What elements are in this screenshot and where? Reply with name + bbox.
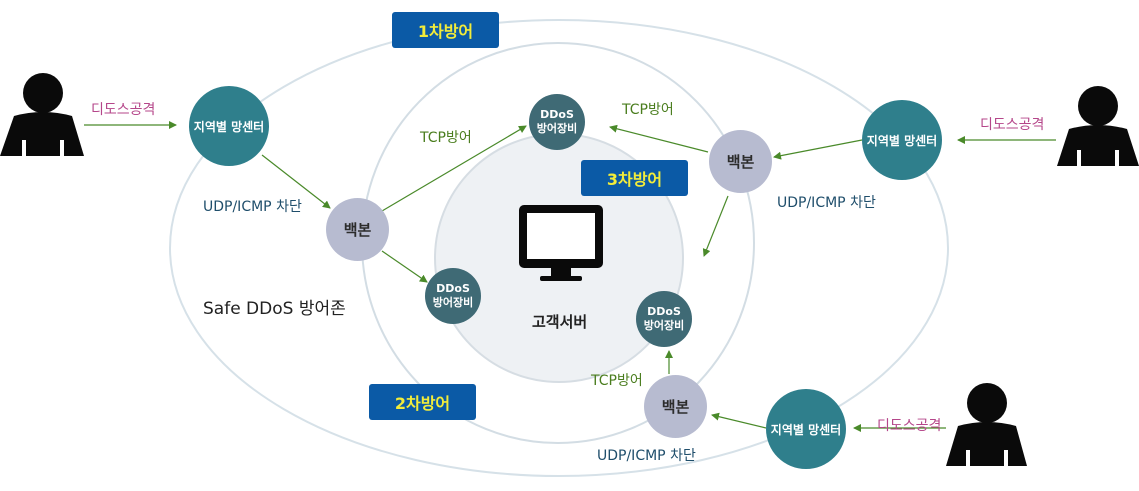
udp-label-right: UDP/ICMP 차단 (777, 195, 876, 211)
device-right-line1: DDoS (647, 305, 681, 318)
outer-defense-zone (169, 19, 949, 477)
attack-label-left: 디도스공격 (91, 102, 156, 118)
udp-label-bottom: UDP/ICMP 차단 (597, 448, 696, 464)
regional-center-right-top: 지역별 망센터 (862, 100, 942, 180)
second-defense-badge: 2차방어 (369, 384, 476, 420)
safe-zone-label: Safe DDoS 방어존 (203, 299, 346, 319)
regional-center-right-bottom: 지역별 망센터 (766, 389, 846, 469)
third-defense-badge: 3차방어 (581, 160, 688, 196)
first-defense-badge: 1차방어 (392, 12, 499, 48)
ddos-device-top: DDoS 방어장비 (529, 94, 585, 150)
arrow-center-left-to-backbone (261, 154, 331, 209)
regional-center-left: 지역별 망센터 (189, 86, 269, 166)
device-left-line2: 방어장비 (432, 296, 474, 309)
tcp-label-right: TCP방어 (622, 102, 674, 118)
attack-label-right-top: 디도스공격 (980, 117, 1045, 133)
attack-label-right-bottom: 디도스공격 (877, 418, 942, 434)
tcp-label-bottom: TCP방어 (591, 373, 643, 389)
arrow-backbone-left-to-device-top (381, 125, 527, 212)
backbone-bottom: 백본 (644, 375, 707, 438)
backbone-right-top: 백본 (709, 130, 772, 193)
person-icon (1057, 86, 1139, 166)
device-left-line1: DDoS (436, 282, 470, 295)
arrow-backbone-right-to-device-top (609, 124, 709, 153)
server-label: 고객서버 (532, 313, 588, 331)
udp-label-left: UDP/ICMP 차단 (203, 199, 302, 215)
monitor-icon (519, 205, 603, 281)
arrow-backbone-right-down (702, 195, 729, 257)
backbone-left: 백본 (326, 198, 389, 261)
person-icon (946, 383, 1027, 466)
arrow-center-right-top-to-backbone (773, 139, 863, 160)
tcp-label-left: TCP방어 (420, 130, 472, 146)
device-top-line1: DDoS (540, 108, 574, 121)
device-top-line2: 방어장비 (536, 122, 578, 135)
ddos-device-left: DDoS 방어장비 (425, 268, 481, 324)
arrow-backbone-left-to-device-left (381, 250, 428, 283)
arrow-center-right-bottom-to-backbone (711, 412, 767, 429)
device-right-line2: 방어장비 (643, 319, 685, 332)
ddos-device-right: DDoS 방어장비 (636, 291, 692, 347)
person-icon (0, 73, 84, 156)
